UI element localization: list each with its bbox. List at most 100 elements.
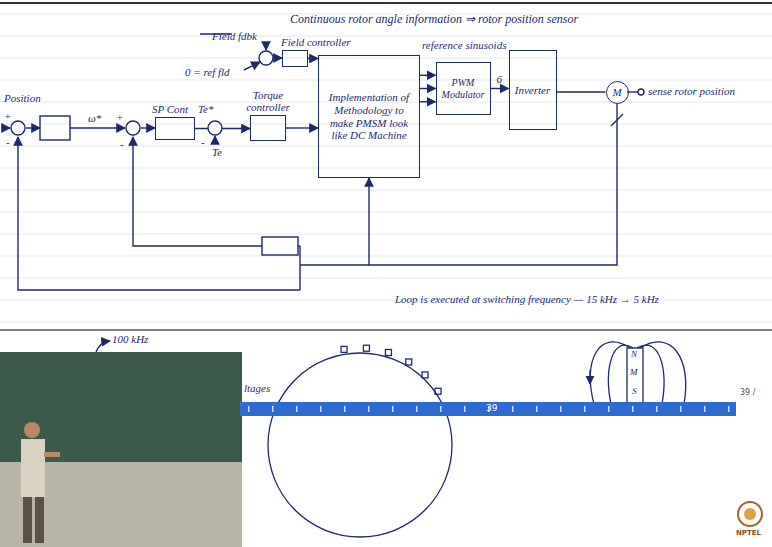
path-shape <box>589 370 590 384</box>
line-shape <box>0 80 772 81</box>
line-shape <box>0 190 772 191</box>
rect-shape <box>512 406 514 412</box>
path-shape <box>133 137 262 246</box>
rect-shape <box>440 406 442 412</box>
path-shape <box>70 127 125 128</box>
path-shape <box>141 127 155 128</box>
path-shape <box>273 57 282 58</box>
g-shape <box>341 345 441 394</box>
path-shape <box>627 91 638 92</box>
signal-name: ω* <box>88 112 101 125</box>
ruled-grid <box>0 14 772 322</box>
line-shape <box>0 256 772 257</box>
rect-shape <box>728 406 730 412</box>
motor-circle: M <box>606 81 629 104</box>
signal-name: 0 = ref fld <box>185 66 230 79</box>
page-number: 39 <box>486 403 497 413</box>
methodology-box: Implementation of Methodology to make PM… <box>318 55 420 178</box>
box-label: M <box>611 86 624 99</box>
rect-shape <box>416 406 418 412</box>
path-shape <box>18 137 300 290</box>
line-shape <box>0 212 772 213</box>
magnet-sketch <box>590 342 686 404</box>
signal-name: Te* <box>198 103 214 116</box>
sign-mark: - <box>6 136 10 149</box>
rect-shape <box>272 406 274 412</box>
signal-name: Position <box>4 92 41 105</box>
sign-mark: - <box>201 136 205 149</box>
line-shape <box>0 58 772 59</box>
summing-junction <box>259 51 273 65</box>
controller-label: SP Cont <box>152 103 188 116</box>
feedback-box <box>262 237 298 255</box>
pole-mark: S <box>632 386 637 396</box>
controller-label: Field controller <box>281 36 351 49</box>
rect-shape <box>704 406 706 412</box>
line-shape <box>0 322 772 323</box>
rect-shape <box>35 497 44 543</box>
top-rule <box>0 2 772 4</box>
circle-shape <box>268 353 452 537</box>
video-inset <box>0 352 242 547</box>
line-shape <box>0 278 772 279</box>
inverter-box: Inverter <box>509 50 557 130</box>
rect-shape <box>44 452 60 457</box>
rect-shape <box>406 359 412 365</box>
path-shape <box>26 127 40 128</box>
path-shape <box>299 246 300 290</box>
sign-mark: + <box>116 111 123 124</box>
line-shape <box>0 146 772 147</box>
torque-controller-box: Torque controller <box>250 115 286 141</box>
rect-shape <box>385 350 391 356</box>
signal-connector <box>420 88 436 89</box>
sign-mark: - <box>120 138 124 151</box>
signal-connector <box>308 58 318 59</box>
slide-title: Continuous rotor angle information ⇒ rot… <box>290 13 578 27</box>
rect-shape <box>422 372 428 378</box>
signal-connector <box>557 91 606 92</box>
path-shape <box>244 62 260 70</box>
path-shape <box>2 127 10 128</box>
rect-shape <box>296 406 298 412</box>
rect-shape <box>435 388 441 394</box>
signal-connector <box>491 88 509 89</box>
box-label: Implementation of Methodology to make PM… <box>323 91 415 142</box>
rect-shape <box>560 406 562 412</box>
slide-toolbar <box>240 402 736 416</box>
pole-mark: N <box>631 349 637 359</box>
box-label: PWM Modulator <box>441 77 486 100</box>
circle-shape <box>24 422 40 438</box>
rect-shape <box>680 406 682 412</box>
speed-controller-box: SP Cont <box>155 117 195 140</box>
line-shape <box>0 234 772 235</box>
path-shape <box>590 342 630 404</box>
circle-shape <box>738 502 762 526</box>
rect-shape <box>627 348 643 404</box>
note: ltages <box>244 382 270 395</box>
page-number: 39 / <box>740 388 755 397</box>
rect-shape <box>656 406 658 412</box>
nptel-logo <box>738 502 762 526</box>
line-shape <box>0 168 772 169</box>
watermark: NPTEL <box>736 529 761 537</box>
rect-shape <box>320 406 322 412</box>
path-shape <box>214 136 215 144</box>
circle-shape <box>744 508 756 520</box>
g-shape <box>11 51 273 135</box>
signal-name: Te <box>212 146 222 159</box>
section-rule <box>0 329 772 331</box>
rotor-sketch <box>268 345 452 537</box>
line-shape <box>0 36 772 37</box>
rect-shape <box>632 406 634 412</box>
rect-shape <box>248 406 250 412</box>
position-controller-box <box>40 116 70 140</box>
path-shape <box>96 341 110 352</box>
signal-name: Field fdbk <box>212 30 257 43</box>
rect-shape <box>21 439 45 497</box>
rect-shape <box>536 406 538 412</box>
rect-shape <box>0 352 242 547</box>
